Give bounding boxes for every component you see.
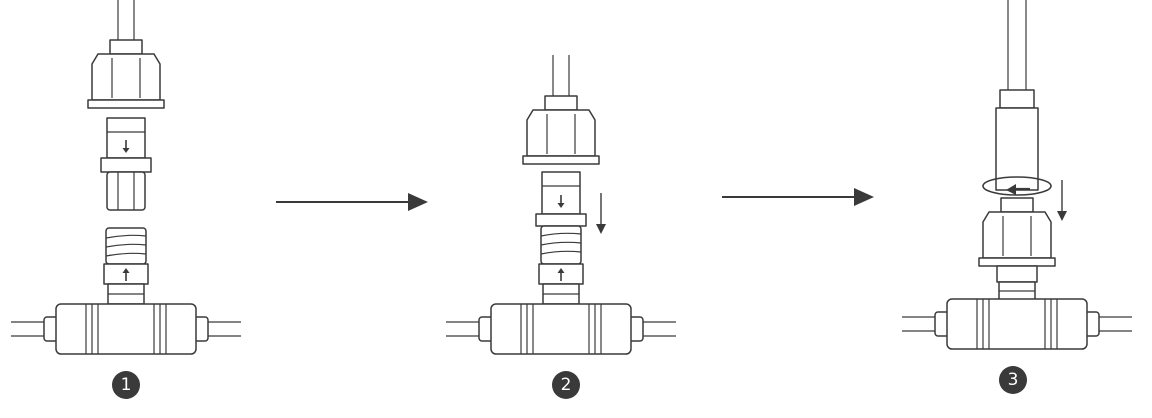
- rotate-arrow-icon: [982, 176, 1052, 196]
- step-number-1: 1: [121, 375, 132, 395]
- right-arrow-icon: [722, 188, 874, 206]
- step-2-illustration: [445, 55, 677, 355]
- step-badge-2: 2: [552, 371, 580, 399]
- step-badge-1: 1: [112, 371, 140, 399]
- step-number-3: 3: [1008, 370, 1019, 390]
- down-arrow-icon: [596, 193, 606, 234]
- right-arrow-icon: [276, 193, 428, 211]
- step-3-illustration: [901, 0, 1133, 350]
- down-arrow-icon: [1057, 180, 1067, 221]
- step-number-2: 2: [561, 375, 572, 395]
- step-1-illustration: [10, 0, 242, 355]
- step-badge-3: 3: [999, 366, 1027, 394]
